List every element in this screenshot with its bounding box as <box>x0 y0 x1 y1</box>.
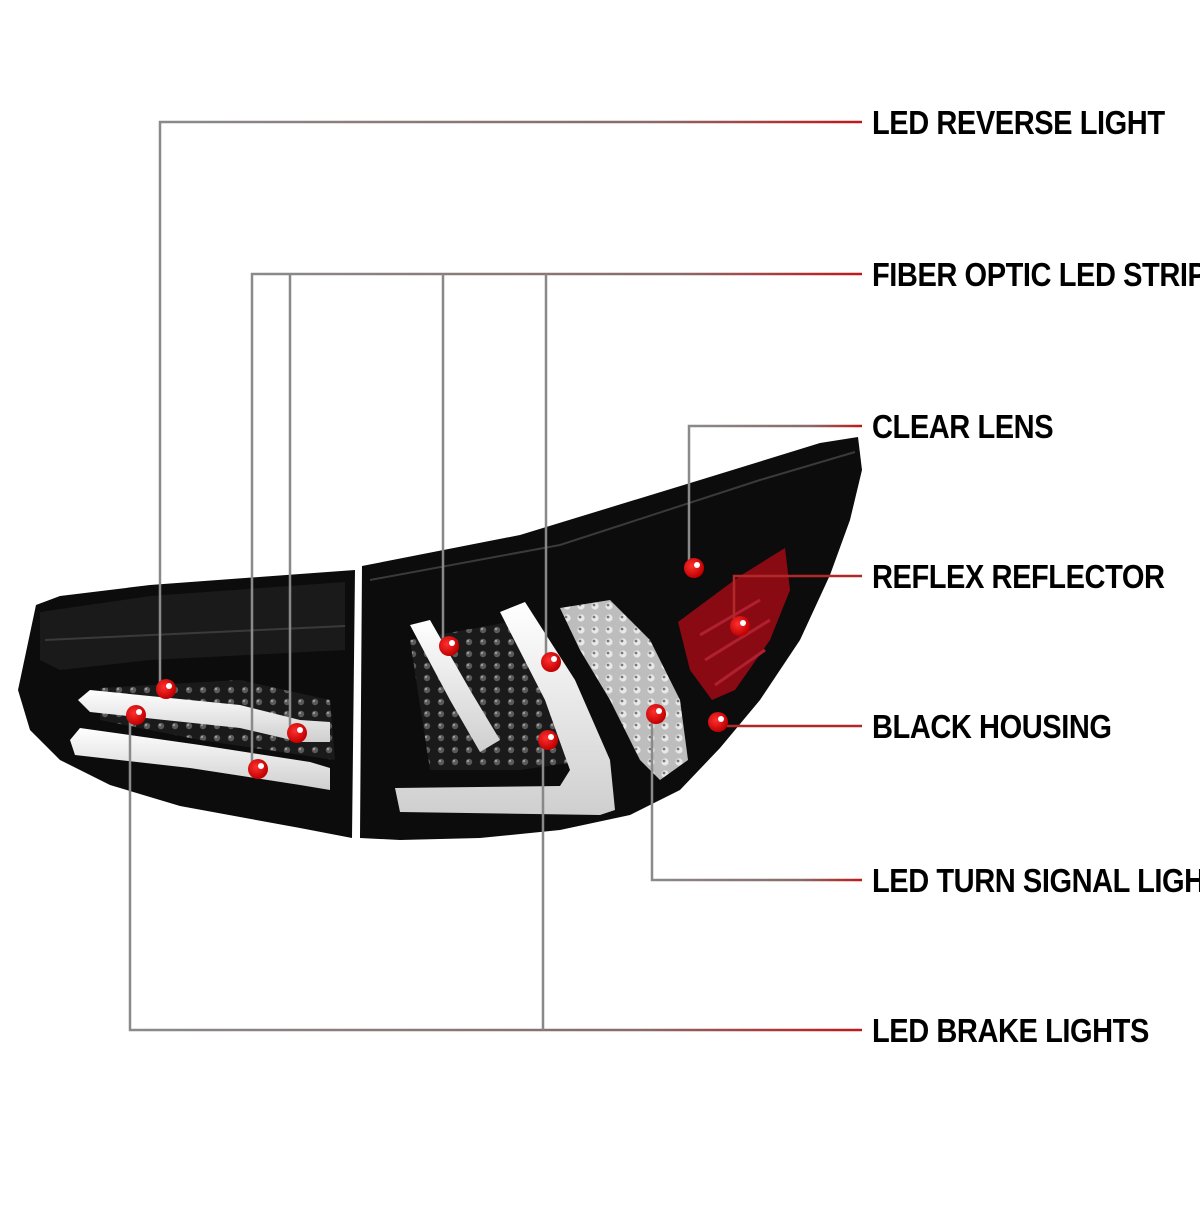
label-reflex-reflector: REFLEX REFLECTOR <box>872 558 1165 595</box>
dot-brake-left <box>126 705 146 725</box>
dot-fiber-1 <box>287 723 307 743</box>
line-brake-left <box>128 716 862 1032</box>
clear-turn-signal-cluster <box>560 600 688 780</box>
dot-reflector <box>730 616 750 636</box>
label-led-reverse-light: LED REVERSE LIGHT <box>872 104 1165 141</box>
dot-fiber-2 <box>248 759 268 779</box>
fiber-strip-right-long <box>395 602 615 815</box>
dot-turn <box>646 704 666 724</box>
fiber-strip-right-v <box>410 620 500 752</box>
line-turn <box>650 715 862 882</box>
dot-housing <box>708 712 728 732</box>
label-led-brake-lights: LED BRAKE LIGHTS <box>872 1012 1149 1049</box>
callout-dots <box>126 558 750 779</box>
label-clear-lens: CLEAR LENS <box>872 408 1054 445</box>
fiber-strip-left-upper <box>78 690 330 742</box>
dot-clear-lens <box>684 558 704 578</box>
callout-lines <box>128 120 862 1032</box>
line-fiber-main <box>250 272 862 770</box>
label-black-housing: BLACK HOUSING <box>872 708 1112 745</box>
dot-brake-right <box>538 730 558 750</box>
left-housing-rim <box>40 582 345 670</box>
dot-reverse <box>156 679 176 699</box>
line-reflector <box>732 574 862 625</box>
dot-fiber-4 <box>541 652 561 672</box>
label-led-turn-signal-light: LED TURN SIGNAL LIGHT <box>872 862 1200 899</box>
line-reverse <box>158 120 862 686</box>
dot-fiber-3 <box>439 636 459 656</box>
line-clear-lens <box>687 424 862 568</box>
label-fiber-optic-led-strips: FIBER OPTIC LED STRIPS <box>872 256 1200 293</box>
